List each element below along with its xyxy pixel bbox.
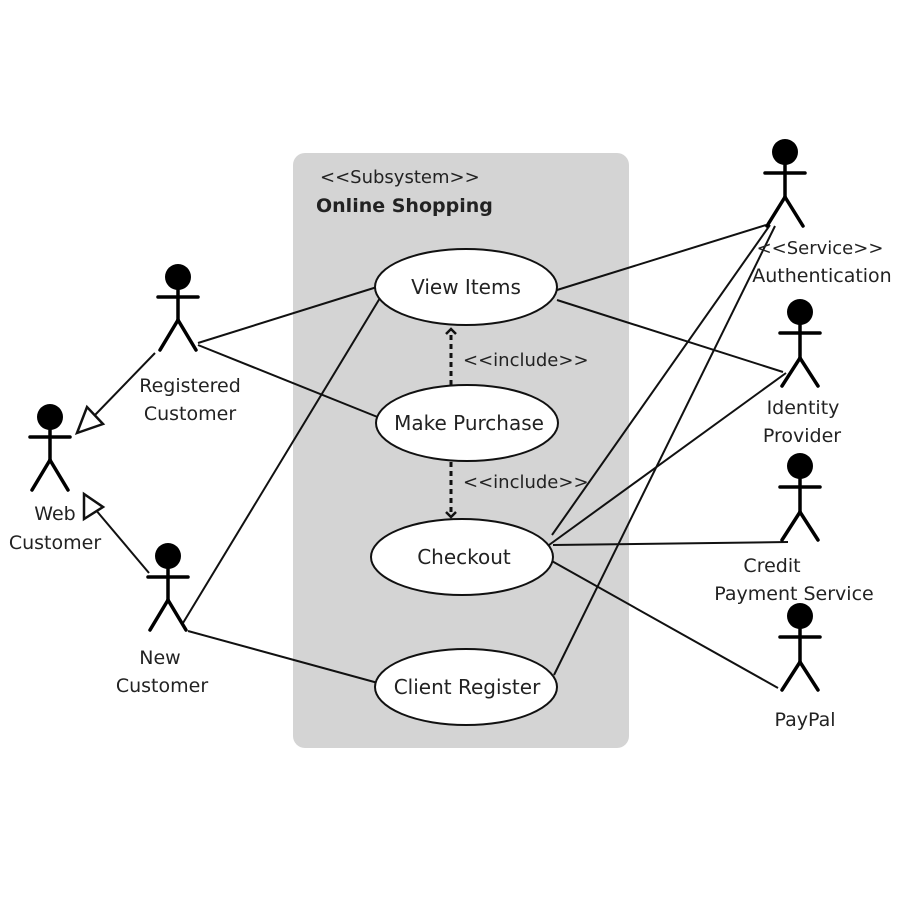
stick-figure-icon — [778, 299, 822, 388]
actor-label-line-1: Web — [34, 503, 75, 525]
use-case-label: View Items — [411, 275, 521, 299]
assoc-paypal-checkout — [549, 559, 779, 689]
use-case-client-register[interactable]: Client Register — [374, 648, 558, 726]
use-case-make-purchase[interactable]: Make Purchase — [375, 384, 559, 462]
actor-new-customer[interactable]: New Customer — [116, 543, 208, 697]
actor-identity-provider[interactable]: Identity Provider — [763, 299, 841, 447]
gen-registered-web-line — [94, 352, 156, 416]
actor-stereotype: <<Service>> — [757, 238, 884, 259]
use-case-view-items[interactable]: View Items — [374, 248, 558, 326]
actor-label-line-2: Payment Service — [714, 583, 873, 605]
subsystem-name: Online Shopping — [316, 195, 493, 217]
stick-figure-icon — [156, 264, 200, 352]
include-dependencies: <<include>> <<include>> — [445, 327, 589, 519]
use-case-label: Checkout — [417, 545, 511, 569]
actor-label-line-2: Customer — [9, 532, 101, 554]
actor-label-line-2: Customer — [116, 675, 208, 697]
assoc-identity-viewitems — [556, 299, 784, 373]
subsystem-stereotype: <<Subsystem>> — [320, 167, 480, 188]
actor-label-line-2: Customer — [144, 403, 236, 425]
gen-registered-web-head — [74, 404, 106, 436]
gen-new-web-head — [82, 491, 106, 522]
assoc-new-viewitems — [182, 297, 381, 624]
stick-figure-icon — [763, 139, 807, 228]
gen-new-web-line — [94, 508, 150, 574]
actor-label-line-1: Registered — [139, 375, 241, 397]
actor-registered-customer[interactable]: Registered Customer — [139, 264, 241, 425]
use-case-checkout[interactable]: Checkout — [370, 518, 554, 596]
actor-label-line-1: Identity — [767, 397, 840, 419]
actor-label-line-1: Credit — [743, 555, 800, 577]
actor-credit-payment-service[interactable]: Credit Payment Service — [714, 453, 874, 605]
include-1-label: <<include>> — [463, 350, 589, 371]
actor-web-customer[interactable]: Web Customer — [9, 404, 101, 554]
actor-label-line-1: Authentication — [752, 265, 891, 287]
assoc-auth-viewitems — [556, 224, 767, 291]
actor-authentication[interactable]: <<Service>> Authentication — [752, 139, 892, 287]
include-2-label: <<include>> — [463, 472, 589, 493]
associations — [182, 224, 789, 689]
actor-label-line-2: Provider — [763, 425, 841, 447]
use-case-label: Client Register — [394, 675, 541, 699]
assoc-registered-makepurchase — [197, 344, 381, 419]
assoc-registered-viewitems — [197, 286, 378, 344]
assoc-identity-checkout — [548, 372, 787, 546]
actor-paypal[interactable]: PayPal — [774, 603, 836, 731]
stick-figure-icon — [28, 404, 72, 492]
stick-figure-icon — [778, 453, 822, 542]
assoc-new-clientregister — [187, 630, 379, 684]
assoc-auth-checkout — [551, 224, 771, 536]
actor-label-line-1: PayPal — [774, 709, 835, 731]
stick-figure-icon — [146, 543, 190, 632]
use-case-label: Make Purchase — [394, 411, 544, 435]
generalizations — [74, 352, 156, 574]
assoc-auth-clientregister — [553, 225, 776, 676]
stick-figure-icon — [778, 603, 822, 692]
actor-label-line-1: New — [139, 647, 180, 669]
assoc-credit-checkout — [552, 541, 789, 546]
